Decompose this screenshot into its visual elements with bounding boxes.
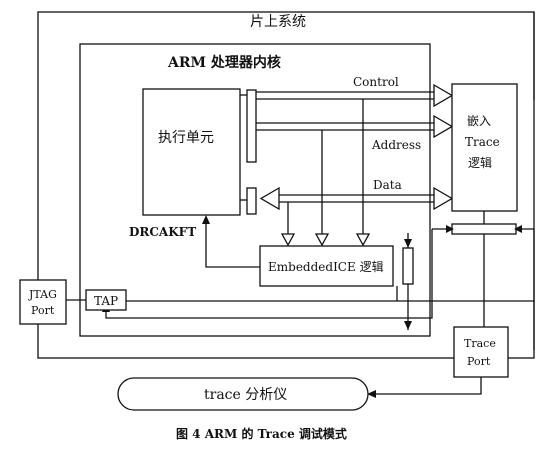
embedded-ice-box [259, 245, 394, 287]
jtag-port-box [19, 279, 67, 325]
exec-unit-label: 执行单元 [158, 130, 214, 146]
tap-label: TAP [94, 294, 118, 308]
caption: 图 4 ARM 的 Trace 调试模式 [176, 426, 347, 441]
address-label: Address [371, 138, 421, 152]
soc-title: 片上系统 [250, 14, 306, 30]
tap-connections [66, 286, 534, 302]
ice-register [402, 247, 414, 285]
latch-upper [246, 89, 257, 163]
trace-logic-line2: Trace [465, 135, 500, 149]
address-bus [256, 114, 454, 139]
latch-lower [246, 187, 257, 215]
data-label: Data [373, 178, 402, 192]
control-bus [256, 83, 454, 108]
trace-logic-line1: 嵌入 [467, 114, 491, 128]
trace-logic-box [451, 83, 518, 212]
trace-port-to-analyzer [367, 377, 482, 398]
embedded-ice-label: EmbeddedICE 逻辑 [268, 260, 384, 274]
data-bus [259, 186, 454, 211]
core-title: ARM 处理器内核 [167, 54, 281, 71]
right-side-line [514, 12, 535, 350]
exec-unit-box [142, 88, 241, 216]
trace-port-line1: Trace [464, 337, 496, 350]
trace-analyzer-box [117, 377, 369, 411]
register-lines [404, 233, 412, 330]
jtag-line2: Port [31, 304, 55, 317]
trace-port-box [453, 326, 509, 378]
control-label: Control [353, 75, 399, 89]
jtag-line1: JTAG [28, 288, 57, 301]
ice-bus-drops [280, 99, 371, 247]
ice-to-exec-line [202, 215, 260, 268]
analyzer-label: trace 分析仪 [204, 387, 287, 403]
trace-fifo [451, 223, 517, 235]
trace-port-line2: Port [467, 355, 491, 368]
drcakft-label: DRCAKFT [129, 225, 196, 239]
trace-logic-line3: 逻辑 [468, 156, 492, 170]
